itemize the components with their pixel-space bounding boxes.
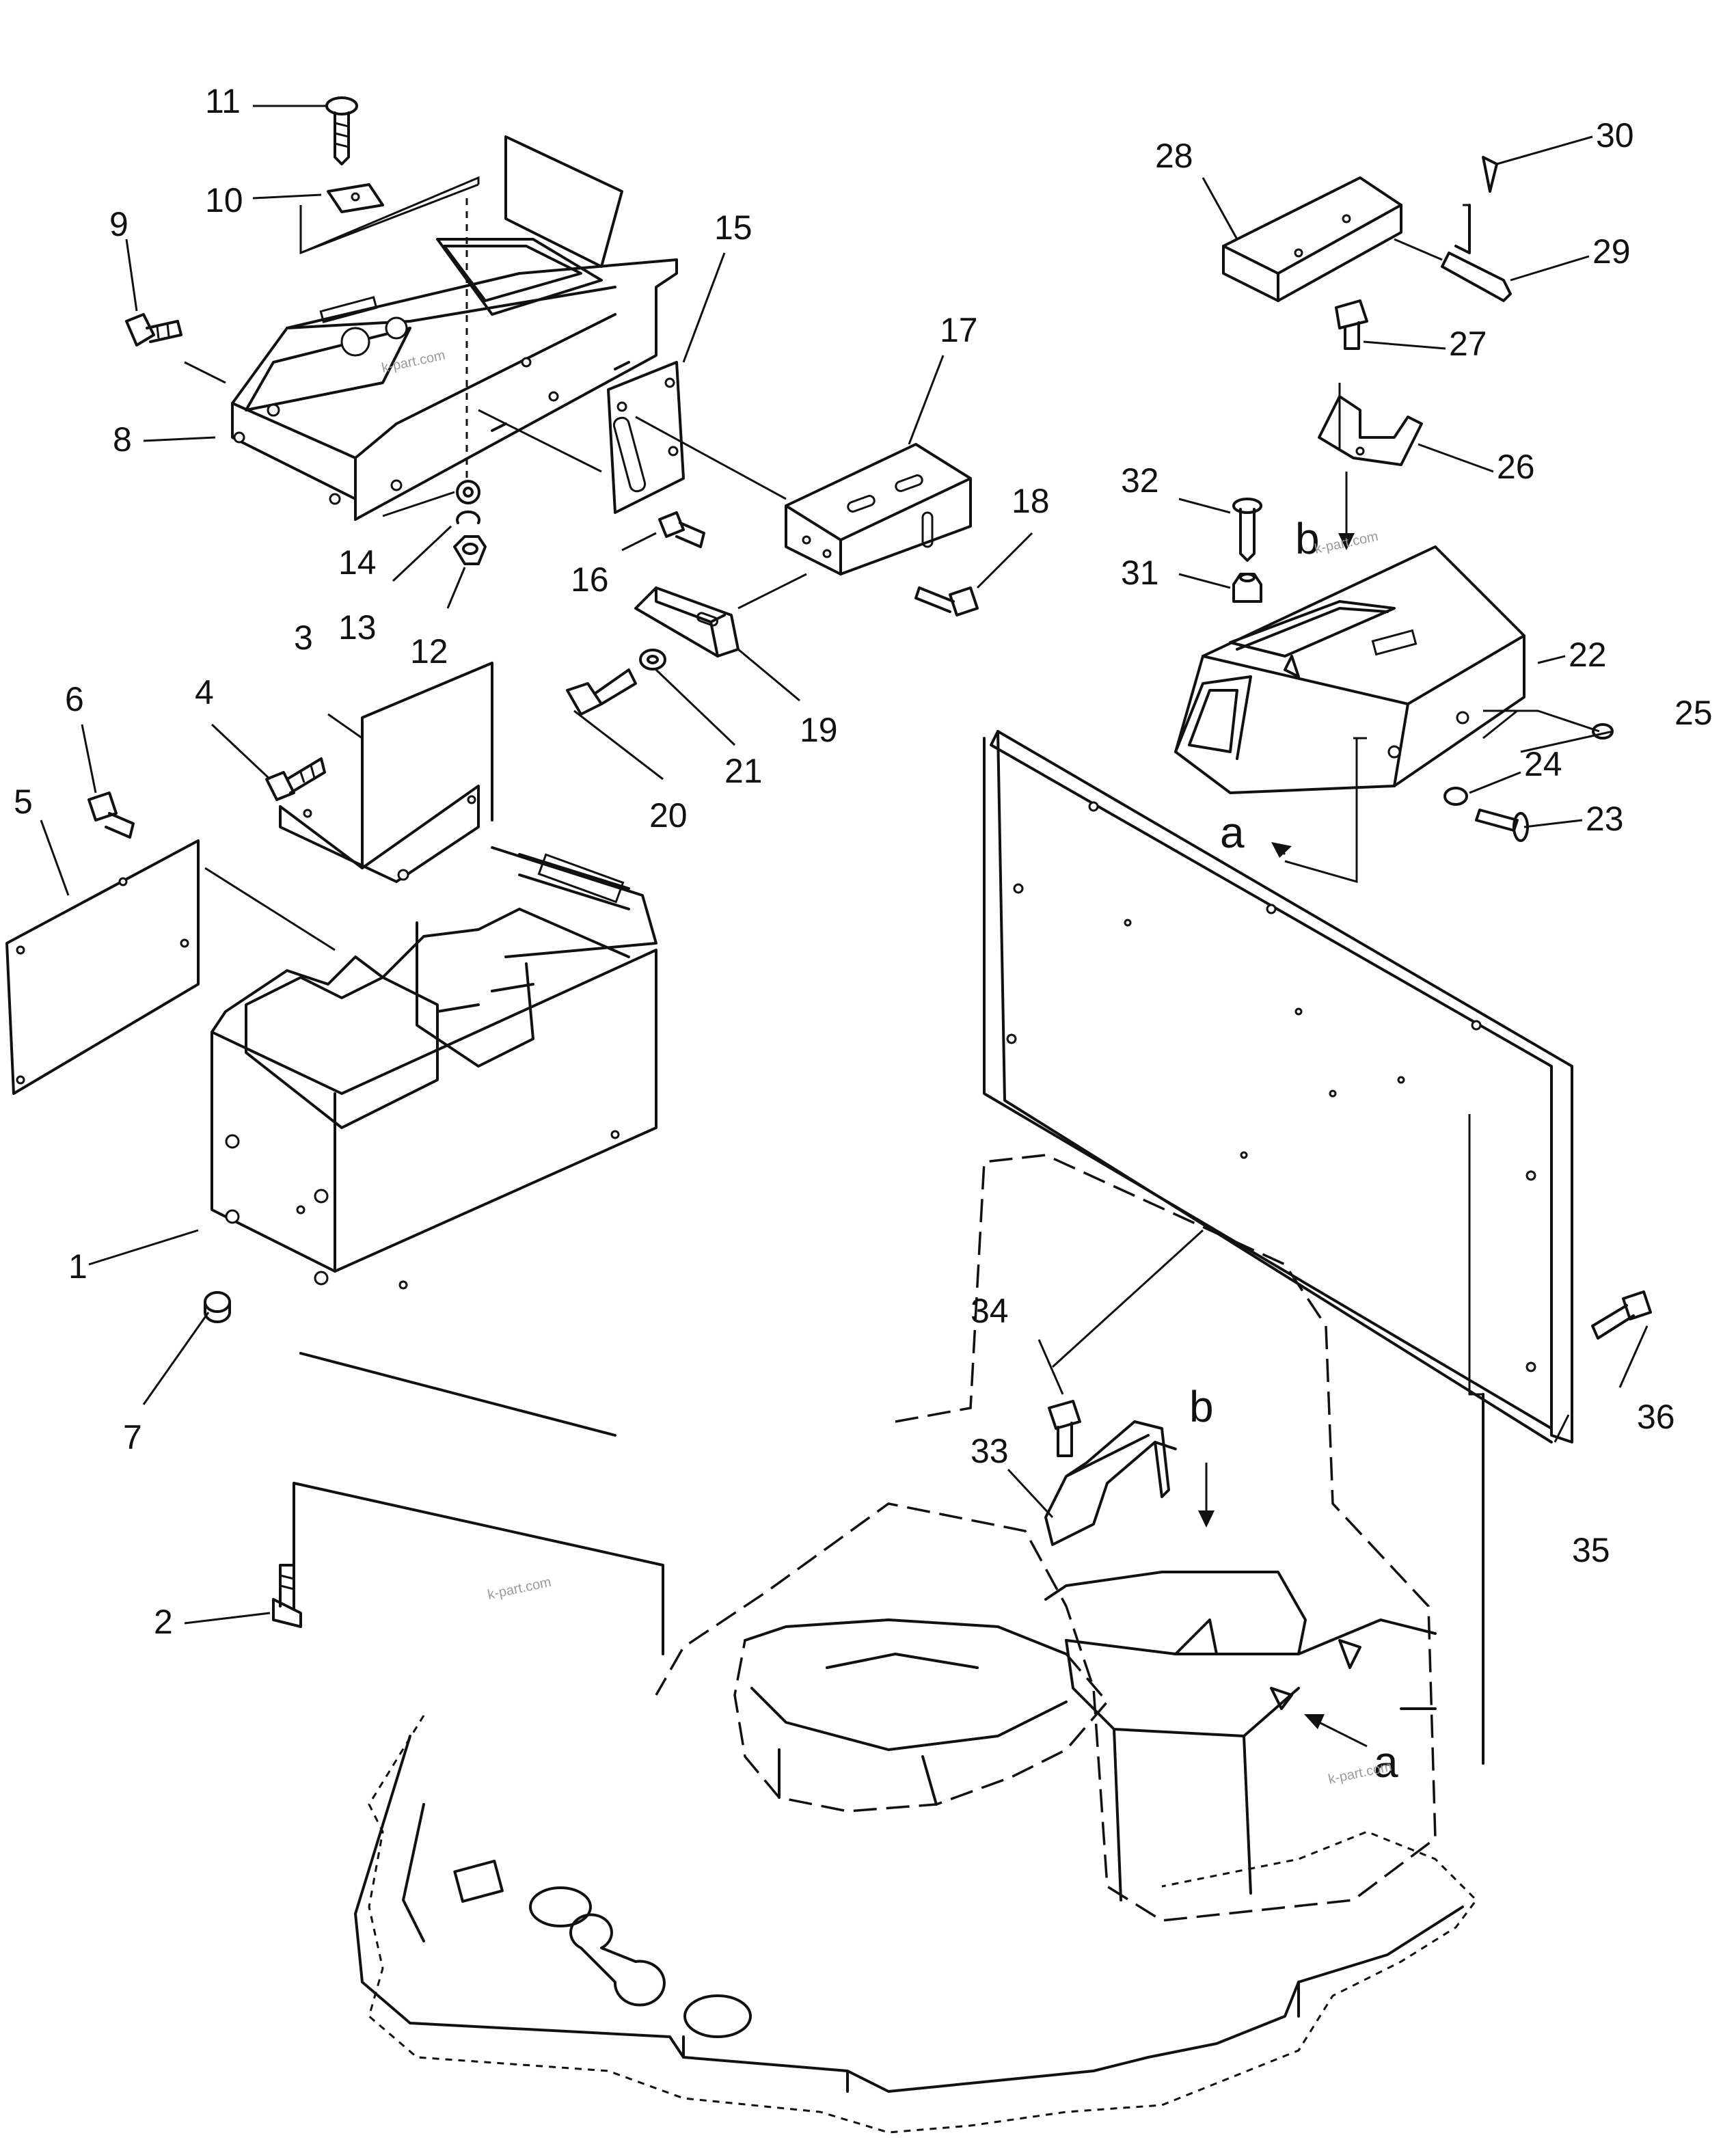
right-console-cover [1174, 545, 1525, 794]
callout-1: 1 [68, 1247, 87, 1286]
callout-8: 8 [113, 420, 132, 459]
bolt-34 [1048, 1400, 1081, 1457]
bracket-stay [1318, 395, 1423, 466]
callout-25: 25 [1674, 694, 1713, 732]
callout-19: 19 [800, 711, 838, 749]
bolt-18 [914, 586, 979, 616]
callout-12: 12 [410, 632, 448, 670]
callout-3: 3 [294, 619, 313, 657]
rubber-cushion-31 [1232, 573, 1262, 603]
view-arrows [1198, 472, 1368, 1748]
mounting-bracket-15 [607, 361, 685, 514]
callout-22: 22 [1569, 636, 1607, 674]
callout-32: 32 [1121, 461, 1159, 500]
view-marker-a-bottom: a [1374, 1737, 1398, 1787]
callout-36: 36 [1637, 1398, 1675, 1436]
rear-panel [983, 730, 1573, 1444]
callout-6: 6 [65, 680, 84, 718]
callout-13: 13 [338, 608, 377, 647]
watermark-3: k-part.com [486, 1575, 552, 1603]
bolt-23 [1475, 809, 1529, 842]
callout-10: 10 [205, 181, 243, 219]
tab-10 [327, 183, 384, 213]
mounting-bracket-17 [785, 443, 972, 575]
callout-23: 23 [1586, 800, 1624, 838]
callout-34: 34 [971, 1292, 1009, 1330]
callout-26: 26 [1497, 448, 1535, 486]
grab-handle [1044, 1420, 1177, 1546]
callout-2: 2 [154, 1603, 173, 1641]
callout-17: 17 [940, 311, 978, 349]
callout-27: 27 [1449, 325, 1487, 363]
bolt-2 [272, 1564, 302, 1628]
bolt-27 [1335, 299, 1368, 350]
callout-31: 31 [1121, 554, 1159, 592]
screw-11 [325, 96, 358, 165]
bolt-9 [125, 313, 182, 347]
screw-32 [1232, 498, 1262, 562]
plug-7 [204, 1291, 231, 1323]
callout-11: 11 [205, 82, 241, 120]
side-cover-plate [5, 839, 336, 1095]
seat-base-outline [293, 1154, 1484, 1922]
callout-20: 20 [649, 796, 688, 835]
view-marker-b-bottom: b [1189, 1382, 1214, 1431]
callout-leaders [40, 105, 1649, 1625]
bolt-20 [566, 668, 637, 716]
view-marker-labels: b a b a [1189, 514, 1398, 1787]
view-marker-b-top: b [1295, 514, 1320, 563]
callout-labels: 1 2 3 4 5 6 7 8 9 10 11 12 13 14 15 16 1… [14, 82, 1713, 1641]
bolt-36 [1591, 1290, 1652, 1340]
view-marker-a-top: a [1220, 808, 1245, 857]
pin-and-cotter [1441, 156, 1512, 302]
callout-14: 14 [338, 543, 377, 582]
cushion-plate [1222, 176, 1402, 302]
callout-9: 9 [109, 205, 128, 243]
callout-16: 16 [571, 560, 609, 599]
callout-30: 30 [1596, 116, 1634, 154]
bracket-plate [279, 662, 493, 883]
callout-24: 24 [1524, 745, 1562, 783]
assembly-lines [184, 176, 1600, 1396]
callout-15: 15 [714, 208, 752, 247]
bolt-16 [658, 511, 705, 548]
left-console-cover [231, 135, 678, 521]
callout-28: 28 [1155, 137, 1193, 175]
bolt-6 [87, 791, 135, 839]
callout-35: 35 [1572, 1531, 1610, 1569]
watermark-1: k-part.com [380, 348, 446, 376]
foot-bracket [634, 586, 740, 658]
callout-18: 18 [1012, 482, 1050, 520]
callout-7: 7 [123, 1418, 142, 1456]
bolt-4 [265, 757, 326, 801]
callout-21: 21 [724, 752, 763, 790]
floor-frame [354, 1715, 1478, 2134]
callout-29: 29 [1592, 232, 1631, 271]
callout-5: 5 [14, 783, 33, 821]
callout-33: 33 [971, 1432, 1009, 1470]
battery-box [211, 846, 657, 1290]
callout-4: 4 [195, 673, 214, 711]
